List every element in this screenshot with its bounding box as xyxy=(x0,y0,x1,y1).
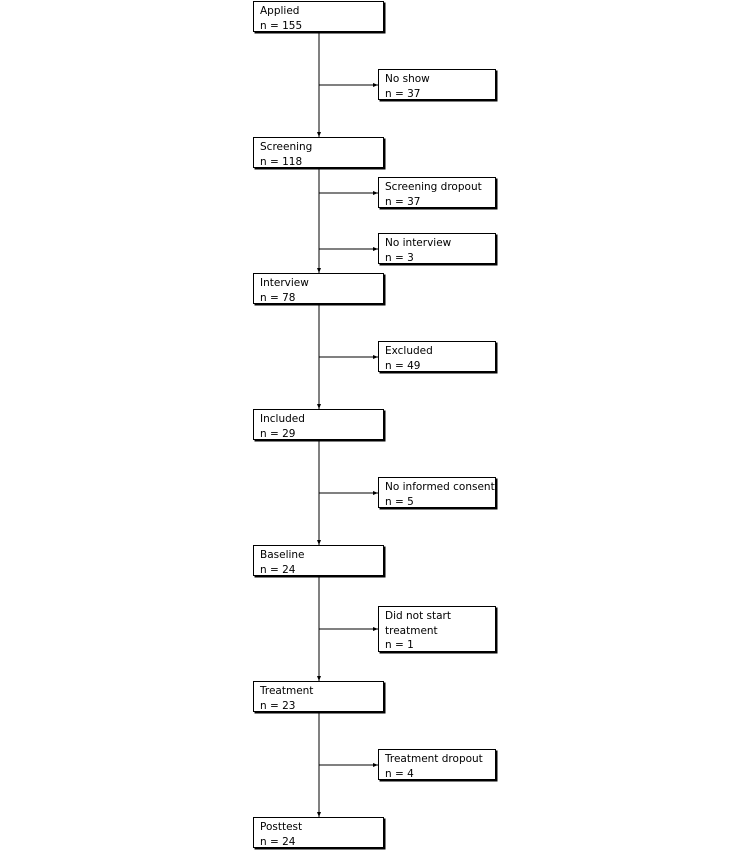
exclusion-label: Excluded xyxy=(385,345,433,357)
exclusion-count: n = 4 xyxy=(385,767,414,780)
exclusion-count: n = 49 xyxy=(385,359,421,372)
step-interview: Interview n = 78 xyxy=(253,273,384,304)
exclusion-count: n = 1 xyxy=(385,639,414,651)
step-label: Posttest xyxy=(260,821,303,833)
exclusion-label: No informed consent xyxy=(385,481,495,493)
step-count: n = 29 xyxy=(260,427,296,440)
exclusion-count: n = 37 xyxy=(385,87,421,100)
step-count: n = 24 xyxy=(260,563,296,576)
exclusion-count: n = 5 xyxy=(385,495,414,508)
exclusion-treatment-dropout: Treatment dropout n = 4 xyxy=(378,749,496,780)
exclusion-label: No show xyxy=(385,73,430,85)
step-label: Screening xyxy=(260,141,313,153)
step-count: n = 155 xyxy=(260,19,303,32)
step-baseline: Baseline n = 24 xyxy=(253,545,384,576)
step-count: n = 24 xyxy=(260,835,296,848)
step-treatment: Treatment n = 23 xyxy=(253,681,384,712)
step-label: Baseline xyxy=(260,549,305,561)
exclusion-screening-dropout: Screening dropout n = 37 xyxy=(378,177,496,208)
exclusion-no-interview: No interview n = 3 xyxy=(378,233,496,264)
step-posttest: Posttest n = 24 xyxy=(253,817,384,848)
step-count: n = 78 xyxy=(260,291,296,304)
exclusion-label: No interview xyxy=(385,237,452,249)
step-included: Included n = 29 xyxy=(253,409,384,440)
exclusion-label: Treatment dropout xyxy=(385,753,483,765)
step-label: Applied xyxy=(260,5,300,17)
step-count: n = 23 xyxy=(260,699,296,712)
step-screening: Screening n = 118 xyxy=(253,137,384,168)
exclusion-label: Screening dropout xyxy=(385,181,482,193)
exclusion-did-not-start-treatment: Did not start treatment n = 1 xyxy=(378,606,496,652)
step-applied: Applied n = 155 xyxy=(253,1,384,32)
exclusion-count: n = 37 xyxy=(385,195,421,208)
exclusion-count: n = 3 xyxy=(385,251,414,264)
step-label: Interview xyxy=(260,277,309,289)
step-count: n = 118 xyxy=(260,155,303,168)
exclusion-excluded: Excluded n = 49 xyxy=(378,341,496,372)
step-label: Included xyxy=(260,413,305,425)
exclusion-no-informed-consent: No informed consent n = 5 xyxy=(378,477,496,508)
exclusion-label: Did not start treatment xyxy=(385,610,451,637)
exclusion-no-show: No show n = 37 xyxy=(378,69,496,100)
step-label: Treatment xyxy=(260,685,314,697)
